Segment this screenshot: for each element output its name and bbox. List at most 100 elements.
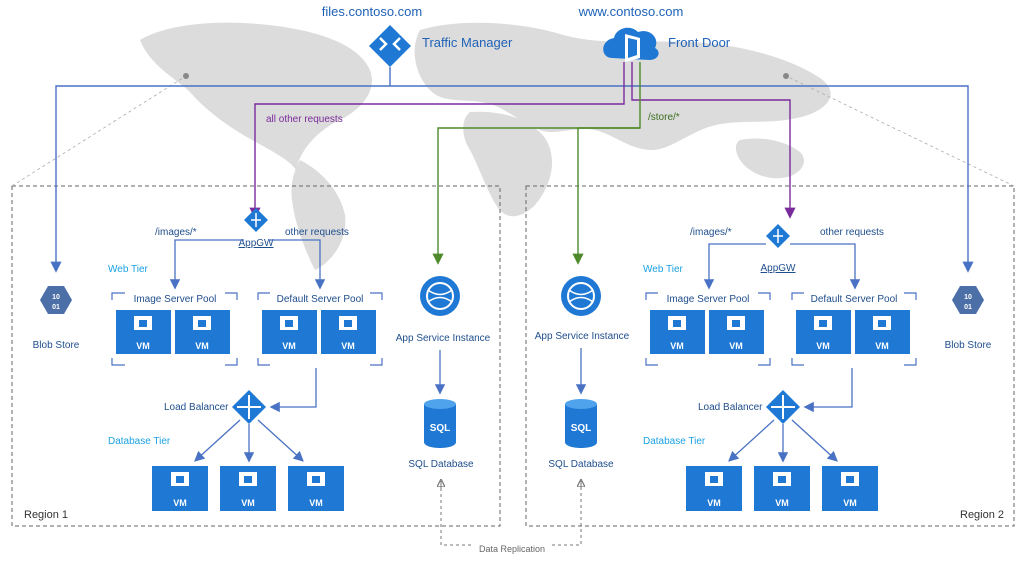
pool-to-load-balancer [803,368,853,413]
vm-tile: VM [152,466,208,511]
blob-store-label: Blob Store [945,340,992,351]
front-door-label: Front Door [668,35,731,50]
appgw-icon [766,224,790,248]
image-pool-label: Image Server Pool [667,294,750,305]
map-perspective-line-right [785,75,1015,187]
images-route-label: /images/* [690,227,732,238]
sql-glyph: SQL [430,423,451,434]
vm-label: VM [729,341,743,351]
vm-label: VM [173,498,187,508]
traffic-manager-label: Traffic Manager [422,35,513,50]
lb-to-db-vm-3 [791,419,838,462]
fd-green-right [572,127,640,265]
blob-store-label: Blob Store [33,340,80,351]
appgw-label: AppGW [760,263,796,274]
files-url-label: files.contoso.com [322,4,422,19]
web-tier-label: Web Tier [643,264,683,275]
vm-tile: VM [288,466,344,511]
image-pool-label: Image Server Pool [134,294,217,305]
vm-label: VM [670,341,684,351]
vm-tile: VM [686,466,742,511]
map-perspective-line-left [11,75,187,187]
blob-store-icon: 10 01 [952,286,984,314]
tm-to-blob-right [390,85,974,273]
vm-tile: VM [116,310,171,354]
load-balancer-label: Load Balancer [164,402,229,413]
blob-glyph-top: 10 [52,294,60,301]
other-requests-label: other requests [820,227,884,238]
app-service-label: App Service Instance [535,331,630,342]
tm-to-blob-left [50,85,390,273]
region-2-container [525,185,1015,527]
store-route-label: /store/* [648,112,680,123]
sql-database-label: SQL Database [548,459,614,470]
lb-to-db-vm-3 [257,419,304,462]
vm-label: VM [309,498,323,508]
vm-label: VM [241,498,255,508]
appgw-to-image-pool [703,243,766,290]
appgw-label: AppGW [238,238,274,249]
web-tier-label: Web Tier [108,264,148,275]
database-tier-label: Database Tier [643,436,706,447]
app-service-icon [420,276,460,316]
vm-label: VM [707,498,721,508]
fd-green-left [432,62,641,265]
vm-tile: VM [220,466,276,511]
data-replication-label: Data Replication [479,544,545,554]
vm-tile: VM [709,310,764,354]
vm-label: VM [875,341,889,351]
appgw-to-default-pool [268,239,326,290]
vm-tile: VM [175,310,230,354]
image-pool-bracket [111,292,238,366]
other-requests-label: other requests [285,227,349,238]
pool-to-load-balancer [269,368,317,413]
vm-label: VM [341,341,355,351]
lb-to-db-vm-1 [194,419,241,462]
lb-to-db-vm-1 [728,419,775,462]
fd-purple-left [249,62,625,219]
region-1: Region 1 10 01 Blob Store AppGW /images/… [24,208,491,521]
default-pool-label: Default Server Pool [277,294,364,305]
front-door-icon [603,27,659,62]
replication-label-bg [474,542,550,554]
sql-database-icon: SQL [565,399,597,448]
fd-purple-right [631,62,796,219]
image-pool-bracket [645,292,771,366]
all-other-requests-label: all other requests [266,114,343,125]
app-service-label: App Service Instance [396,333,491,344]
region-2-label: Region 2 [960,509,1004,521]
vm-tile: VM [262,310,317,354]
www-url-label: www.contoso.com [578,4,684,19]
blob-glyph-bottom: 01 [52,304,60,311]
region-2: Region 2 10 01 Blob Store AppGW /images/… [535,224,1004,521]
vm-label: VM [136,341,150,351]
region-1-label: Region 1 [24,509,68,521]
vm-tile: VM [321,310,376,354]
vm-label: VM [843,498,857,508]
default-pool-bracket [257,292,383,366]
sql-glyph: SQL [571,423,592,434]
images-route-label: /images/* [155,227,197,238]
map-location-dot-left [183,73,189,79]
appgw-icon [244,208,268,232]
sql-database-icon: SQL [424,399,456,448]
data-replication-link [440,482,582,546]
vm-label: VM [282,341,296,351]
traffic-manager-icon [369,25,411,67]
map-location-dot-right [783,73,789,79]
sql-database-label: SQL Database [408,459,474,470]
app-service-icon [561,276,601,316]
appgw-to-image-pool [169,239,244,290]
load-balancer-icon [232,390,266,424]
load-balancer-label: Load Balancer [698,402,763,413]
vm-tile: VM [796,310,851,354]
region-1-container [11,185,501,527]
vm-label: VM [816,341,830,351]
vm-label: VM [775,498,789,508]
blob-store-icon: 10 01 [40,286,72,314]
vm-tile: VM [855,310,910,354]
default-pool-bracket [791,292,917,366]
load-balancer-icon [766,390,800,424]
vm-tile: VM [754,466,810,511]
